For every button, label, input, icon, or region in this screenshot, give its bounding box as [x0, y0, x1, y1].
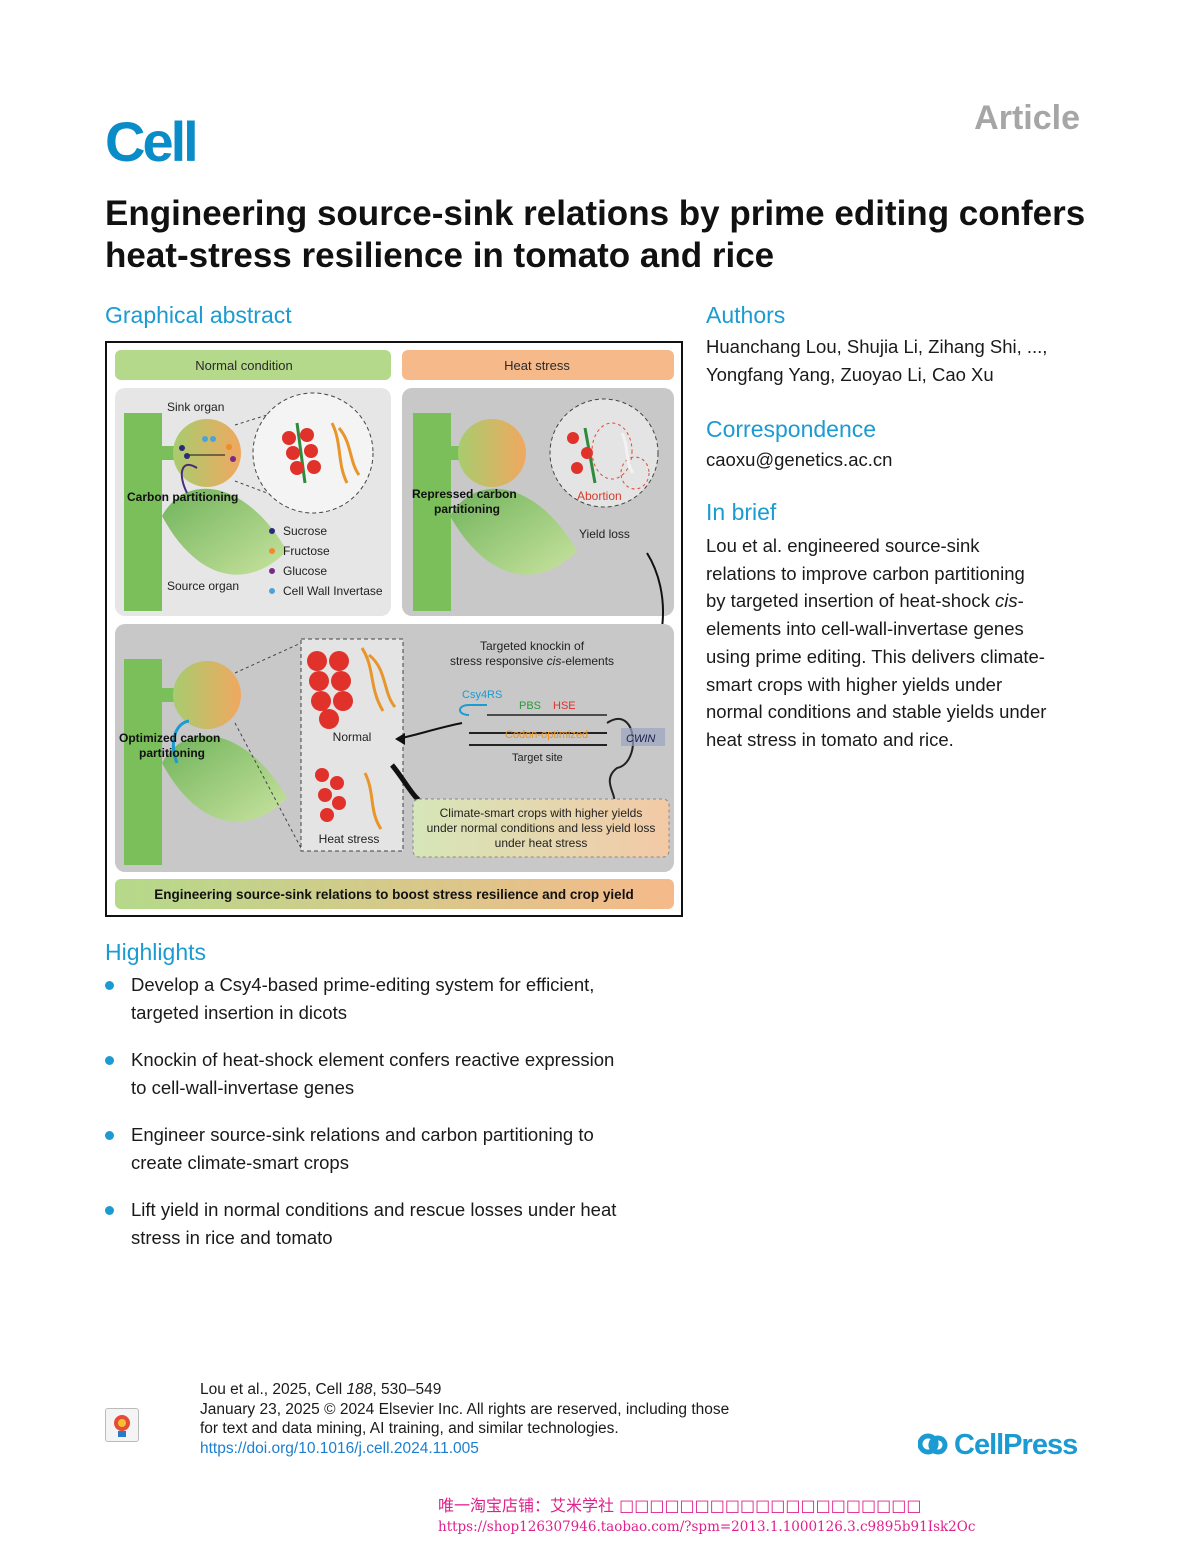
correspondence-heading: Correspondence — [706, 416, 877, 442]
legend-sucrose: Sucrose — [283, 524, 327, 538]
engineered-leaf — [162, 735, 287, 822]
check-for-updates-icon[interactable] — [105, 1408, 139, 1442]
pbs-label: PBS — [519, 700, 541, 712]
target-site-label: Target site — [512, 752, 563, 764]
yield-loss-label: Yield loss — [579, 527, 630, 541]
copyright-line-2: for text and data mining, AI training, a… — [200, 1420, 619, 1437]
in-brief-heading: In brief — [706, 499, 777, 525]
legend-fructose: Fructose — [283, 544, 330, 558]
copyright-line-1: January 23, 2025 © 2024 Elsevier Inc. Al… — [200, 1400, 730, 1418]
bullet-icon — [105, 981, 114, 990]
csy4rs-label: Csy4RS — [462, 689, 502, 701]
highlights-heading: Highlights — [105, 939, 206, 965]
normal-fruit-label: Normal — [333, 730, 372, 744]
graphical-abstract-heading: Graphical abstract — [105, 302, 292, 328]
carbon-partitioning-label: Carbon partitioning — [127, 490, 238, 504]
legend-glucose: Glucose — [283, 564, 327, 578]
watermark-line-1: 唯一淘宝店铺：艾米学社 □□□□□□□□□□□□□□□□□□□□ — [438, 1496, 922, 1515]
heat-fruit-zoom — [549, 398, 659, 508]
authors-list: Huanchang Lou, Shujia Li, Zihang Shi, ..… — [706, 333, 1106, 388]
bullet-icon — [105, 1131, 114, 1140]
repressed-label-2: partitioning — [434, 502, 500, 516]
molecule-legend: Sucrose Fructose Glucose Cell Wall Inver… — [269, 524, 383, 598]
citation-line: Lou et al., 2025, Cell 188, 530–549 — [200, 1381, 442, 1398]
source-leaf — [162, 488, 287, 575]
hse-label: HSE — [553, 700, 576, 712]
in-brief-text: Lou et al. engineered source-sink relati… — [706, 535, 1047, 750]
optimized-label-1: Optimized carbon — [119, 731, 220, 745]
heat-tomato-cluster — [567, 422, 650, 490]
heat-fruit-label: Heat stress — [319, 832, 380, 846]
climate-label-2: under normal conditions and less yield l… — [427, 821, 656, 835]
normal-molecules — [179, 436, 236, 462]
watermark-url[interactable]: https://shop126307946.taobao.com/?spm=20… — [438, 1519, 976, 1535]
engineered-sink-ball — [173, 661, 241, 729]
cellpress-mark-icon — [918, 1433, 948, 1455]
heat-sink-ball — [458, 419, 526, 487]
authors-line-1: Huanchang Lou, Shujia Li, Zihang Shi, ..… — [706, 336, 1048, 357]
heat-stress-label: Heat stress — [504, 358, 570, 373]
heat-fruit-cluster — [315, 768, 383, 830]
climate-smart-box — [412, 798, 670, 858]
graphical-abstract-figure: Normal condition Heat stress Sink organ … — [105, 341, 683, 917]
doi-link[interactable]: https://doi.org/10.1016/j.cell.2024.11.0… — [200, 1439, 479, 1457]
source-organ-label: Source organ — [167, 579, 239, 593]
heat-stress-header — [402, 350, 674, 380]
legend-cwin: Cell Wall Invertase — [283, 584, 383, 598]
optimized-label-2: partitioning — [139, 746, 205, 760]
summary-banner — [115, 879, 674, 909]
repressed-label-1: Repressed carbon — [412, 487, 517, 501]
cwin-label: CWIN — [626, 733, 655, 745]
cellpress-logo: CellPress — [918, 1428, 1078, 1462]
bullet-icon — [105, 1206, 114, 1215]
climate-label-1: Climate-smart crops with higher yields — [440, 806, 643, 820]
codon-optimized-label: Codon-optimized — [505, 729, 588, 741]
abortion-label: Abortion — [577, 489, 622, 503]
authors-line-2: Yongfang Yang, Zuoyao Li, Cao Xu — [706, 363, 994, 385]
normal-condition-header — [115, 350, 391, 380]
normal-stem — [124, 413, 162, 611]
normal-condition-label: Normal condition — [195, 358, 293, 373]
normal-fruit-cluster — [307, 647, 397, 729]
sink-organ-ball — [173, 419, 241, 487]
graphical-abstract-svg: Normal condition Heat stress Sink organ … — [115, 350, 674, 909]
citation-block: Lou et al., 2025, Cell 188, 530–549 Janu… — [200, 1380, 840, 1458]
authors-heading: Authors — [706, 302, 786, 328]
normal-tomato-cluster — [282, 422, 361, 484]
bullet-icon — [105, 1056, 114, 1065]
correspondence-email[interactable]: caoxu@genetics.ac.cn — [706, 449, 893, 470]
knockin-label-2: stress responsive cis-elements — [450, 654, 614, 668]
sink-organ-label: Sink organ — [167, 400, 224, 414]
paper-title: Engineering source-sink relations by pri… — [105, 194, 1086, 275]
climate-label-3: under heat stress — [495, 836, 588, 850]
summary-banner-text: Engineering source-sink relations to boo… — [154, 887, 633, 902]
heat-leaf — [450, 488, 577, 575]
knockin-label-1: Targeted knockin of — [480, 639, 585, 653]
journal-logo: Cell — [105, 110, 199, 173]
article-type-label: Article — [974, 99, 1080, 137]
